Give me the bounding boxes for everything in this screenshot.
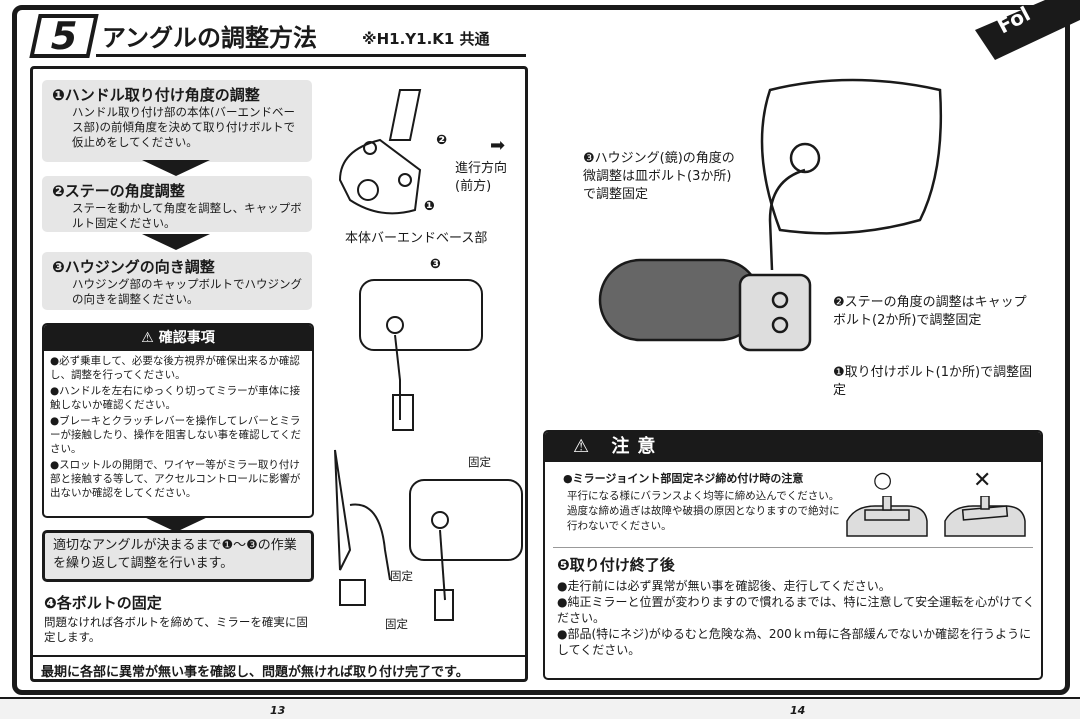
mirror-diagram-right <box>598 78 943 352</box>
down-arrow <box>142 160 210 176</box>
fix-label: 固定 <box>385 617 408 631</box>
step-4: ❹各ボルトの固定 問題なければ各ボルトを締めて、ミラーを確実に固定します。 <box>44 594 308 644</box>
housing-label: ❸ハウジング(鏡)の角度の微調整は皿ボルト(3か所)で調整固定 <box>583 151 735 202</box>
callout-3: ❸ <box>430 257 442 272</box>
base-label: 本体バーエンドベース部 <box>345 231 488 246</box>
callout-1: ❶ <box>424 199 436 214</box>
fix-label: 固定 <box>390 569 413 583</box>
step-number-badge: 5 <box>29 14 99 58</box>
page-title: アングルの調整方法 <box>102 24 318 52</box>
page-frame <box>12 5 1070 695</box>
arrow-right-icon: ➡ <box>490 135 506 156</box>
mount-bolt-label: ❶取り付けボルト(1か所)で調整固定 <box>833 365 1033 398</box>
caution-box: ⚠ 注意 ●ミラージョイント部固定ネジ締め付け時の注意 平行になる様にバランスよ… <box>543 430 1043 680</box>
check-header: ⚠ 確認事項 <box>44 325 312 351</box>
page-footer <box>0 697 1080 719</box>
repeat-note: 適切なアングルが決まるまで❶〜❸の作業を繰り返して調整を行います。 <box>42 530 314 582</box>
check-item: ●スロットルの開閉で、ワイヤー等がミラー取り付け部と接触する等して、アクセルコン… <box>50 459 301 499</box>
stay-label: ❷ステーの角度の調整はキャップボルト(2か所)で調整固定 <box>833 295 1027 328</box>
corner-tab: Fol <box>975 0 1080 60</box>
step-5: ❺取り付け終了後 ●走行前には必ず異常が無い事を確認後、走行してください。 ●純… <box>557 556 1035 657</box>
caution-header: ⚠ 注意 <box>545 432 1041 462</box>
down-arrow <box>142 234 210 250</box>
check-item: ●ブレーキとクラッチレバーを操作してレバーとミラーが接触したり、操作を阻害しない… <box>50 415 301 455</box>
mirror-diagrams-left <box>334 89 523 621</box>
check-item: ●必ず乗車して、必要な後方視界が確保出来るか確認し、調整を行ってください。 <box>50 355 300 381</box>
ok-mark: ○ <box>873 468 893 493</box>
step-1: ❶ハンドル取り付け角度の調整ハンドル取り付け部の本体(バーエンドベース部)の前傾… <box>42 80 312 162</box>
check-item: ●ハンドルを左右にゆっくり切ってミラーが車体に接触しないか確認ください。 <box>50 385 301 411</box>
page-number-right: 14 <box>790 704 806 717</box>
step-2: ❷ステーの角度調整ステーを動かして角度を調整し、キャップボルト固定ください。 <box>42 176 312 232</box>
check-box: ⚠ 確認事項 ●必ず乗車して、必要な後方視界が確保出来るか確認し、調整を行ってく… <box>42 323 314 518</box>
direction-label: 進行方向(前方) <box>455 161 508 194</box>
final-note: 最期に各部に異常が無い事を確認し、問題が無ければ取り付け完了です。 <box>33 655 525 684</box>
step-3: ❸ハウジングの向き調整ハウジング部のキャップボルトでハウジングの向きを調整くださ… <box>42 252 312 310</box>
common-note: ※H1.Y1.K1 共通 <box>362 30 490 48</box>
ng-mark: ✕ <box>973 468 992 493</box>
title-underline <box>96 54 526 57</box>
callout-2: ❷ <box>436 133 448 148</box>
down-arrow <box>142 516 210 532</box>
left-panel <box>30 66 528 682</box>
page-number-left: 13 <box>270 704 286 717</box>
fix-label: 固定 <box>468 455 491 469</box>
screw-diagrams <box>846 496 1026 537</box>
